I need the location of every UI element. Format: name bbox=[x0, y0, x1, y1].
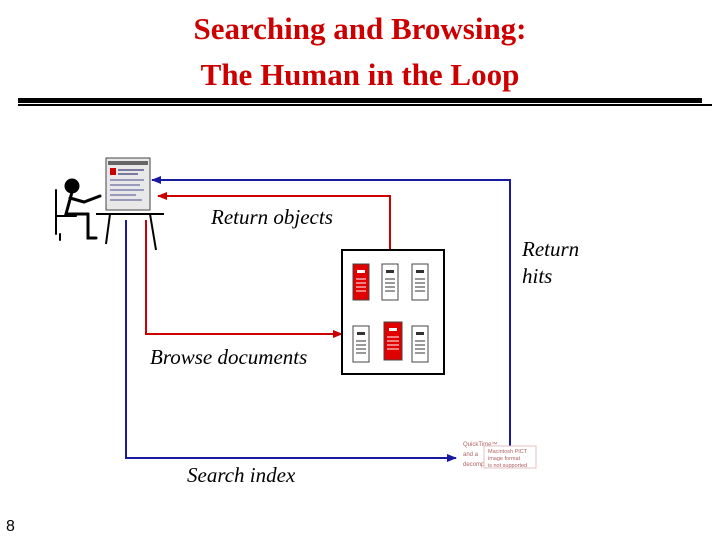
placeholder-text-right-1: Macintosh PICT bbox=[488, 449, 528, 455]
document-icon bbox=[411, 325, 429, 363]
search-index-label: Search index bbox=[187, 463, 296, 487]
stick-figure-user-icon bbox=[55, 178, 102, 241]
search-index-image-icon: QuickTime™ and a decompressor Macintosh … bbox=[463, 441, 537, 469]
placeholder-text-left-1: QuickTime™ bbox=[463, 441, 497, 448]
title-divider bbox=[18, 98, 702, 103]
desk-icon bbox=[96, 213, 164, 251]
slide-title: Searching and Browsing: The Human in the… bbox=[0, 6, 720, 98]
return-objects-label: Return objects bbox=[211, 205, 333, 229]
highlighted-document-icon bbox=[352, 263, 370, 301]
document-icon bbox=[352, 325, 370, 363]
document-icon bbox=[381, 263, 399, 301]
slide-title-line2: The Human in the Loop bbox=[200, 57, 520, 92]
placeholder-text-right-3: is not supported bbox=[488, 463, 527, 469]
placeholder-text-right-2: image format bbox=[488, 456, 521, 462]
search-index-arrow-line bbox=[125, 220, 457, 462]
return-arrow-line bbox=[151, 176, 511, 450]
return-objects-arrow-line bbox=[157, 192, 391, 250]
document-icon bbox=[411, 263, 429, 301]
page-number: 8 bbox=[6, 518, 15, 535]
browse-documents-arrow-line bbox=[145, 220, 343, 338]
computer-monitor-icon bbox=[105, 157, 151, 211]
browse-documents-label: Browse documents bbox=[150, 345, 308, 369]
slide-title-line1: Searching and Browsing: bbox=[193, 11, 527, 46]
placeholder-text-left-2: and a bbox=[463, 452, 479, 458]
highlighted-document-icon bbox=[383, 321, 403, 361]
placeholder-text-left-3: decompressor bbox=[463, 462, 501, 468]
return-hits-label: Return hits bbox=[522, 237, 580, 288]
title-divider-shadow bbox=[18, 104, 712, 106]
